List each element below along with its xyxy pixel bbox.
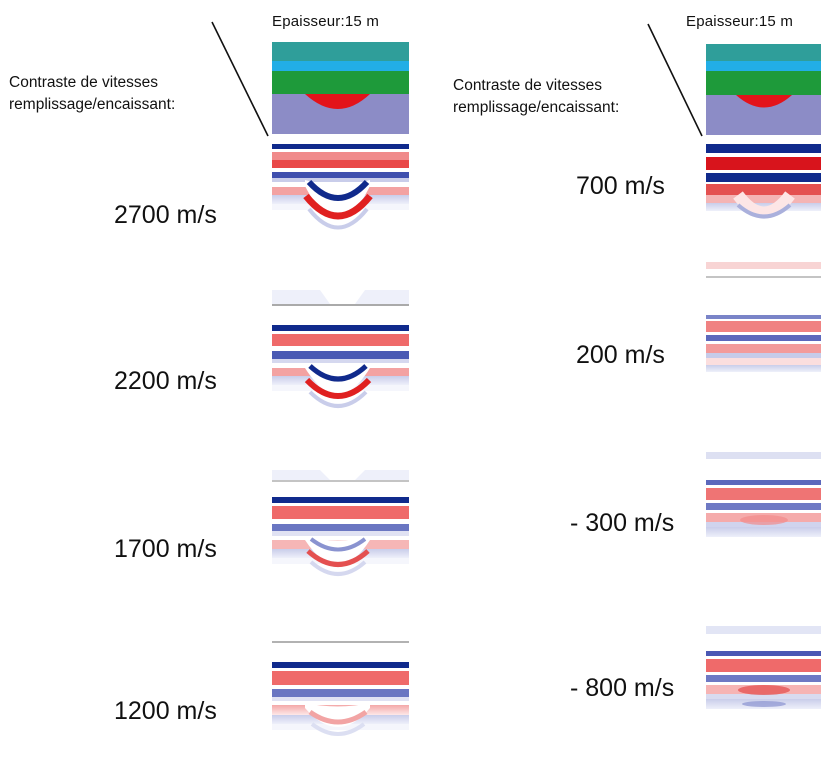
- left-velocity-label-1: 2700 m/s: [114, 201, 217, 229]
- right-pointer-line: [647, 23, 703, 137]
- right-separator-2: [706, 452, 821, 459]
- left-seismic-section-3: [272, 497, 409, 576]
- left-seismic-section-4: [272, 662, 409, 736]
- right-seismic-section-2: [706, 315, 821, 372]
- right-seismic-section-4: [706, 651, 821, 709]
- left-seismic-section-2: [272, 325, 409, 408]
- left-pointer-line: [211, 21, 269, 137]
- right-velocity-label-4: - 800 m/s: [570, 674, 675, 702]
- left-intro-line1: Contraste de vitesses: [9, 74, 159, 91]
- right-velocity-label-1: 700 m/s: [576, 172, 665, 200]
- right-separator-3: [706, 626, 821, 634]
- right-separator-1: [706, 262, 821, 278]
- right-seismic-section-3: [706, 480, 821, 537]
- right-thickness-label: Epaisseur:15 m: [686, 13, 794, 30]
- left-intro-line2: remplissage/encaissant:: [9, 96, 176, 113]
- left-separator-2: [272, 470, 409, 482]
- left-seismic-section-1: [272, 144, 409, 230]
- left-geologic-model: [272, 42, 409, 134]
- left-thickness-label: Epaisseur:15 m: [272, 13, 380, 30]
- left-velocity-label-4: 1200 m/s: [114, 697, 217, 725]
- right-intro-line1: Contraste de vitesses: [453, 77, 603, 94]
- left-separator-1: [272, 290, 409, 306]
- right-velocity-label-3: - 300 m/s: [570, 509, 675, 537]
- right-velocity-label-2: 200 m/s: [576, 341, 665, 369]
- right-seismic-section-1: [706, 144, 821, 219]
- left-velocity-label-2: 2200 m/s: [114, 367, 217, 395]
- right-geologic-model: [706, 44, 821, 135]
- right-intro-line2: remplissage/encaissant:: [453, 99, 620, 116]
- left-velocity-label-3: 1700 m/s: [114, 535, 217, 563]
